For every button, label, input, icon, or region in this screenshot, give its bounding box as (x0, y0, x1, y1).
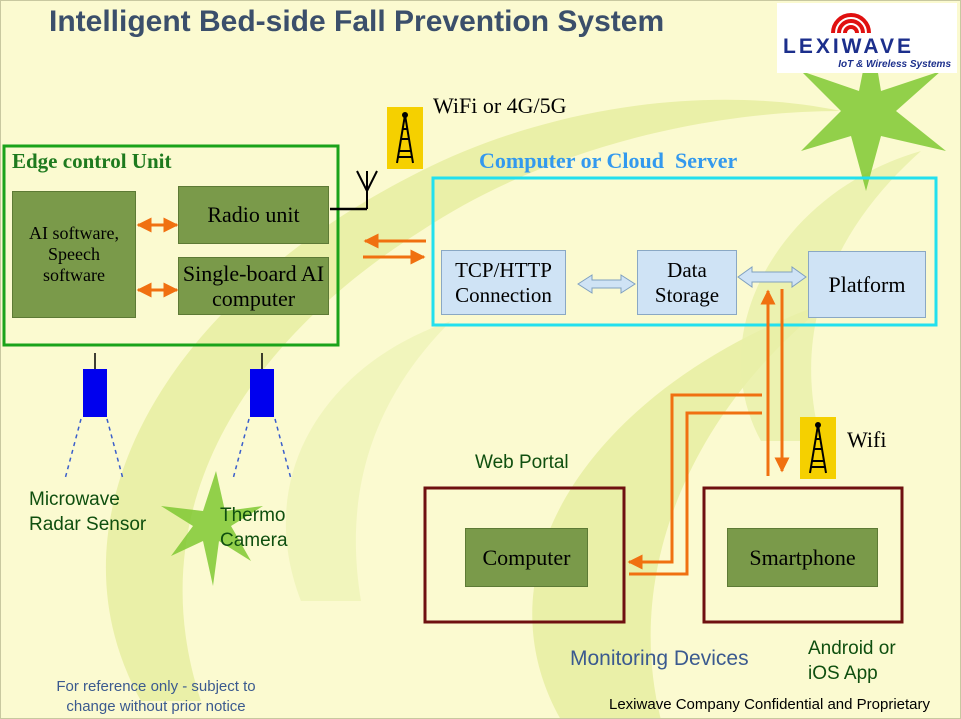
server-title: Computer or Cloud Server (479, 148, 738, 173)
block-arrow (737, 266, 807, 288)
uplink-label: WiFi or 4G/5G (433, 93, 567, 118)
lexiwave-logo: LEXIWAVE IoT & Wireless Systems (777, 3, 957, 73)
logo-wave-icon (831, 13, 871, 34)
smartphone-box: Smartphone (727, 528, 878, 587)
background-swoosh (285, 321, 451, 601)
web-portal-label: Web Portal (475, 452, 569, 473)
logo-tagline: IoT & Wireless Systems (838, 59, 951, 70)
data-storage-box: Data Storage (637, 250, 737, 315)
background-swoosh (532, 301, 831, 718)
single-board-computer-box: Single-board AI computer (178, 257, 329, 315)
confidential-text: Lexiwave Company Confidential and Propri… (609, 696, 931, 713)
server-frame-line (431, 176, 938, 327)
disclaimer-text: For reference only - subject to change w… (56, 678, 256, 715)
radio-unit-box: Radio unit (178, 186, 329, 244)
star-decoration (801, 31, 946, 191)
background-swoosh (105, 99, 842, 701)
block-arrow (577, 274, 636, 294)
web-portal-frame-line (423, 486, 626, 624)
page-title: Intelligent Bed-side Fall Prevention Sys… (49, 5, 665, 38)
edge-unit-title: Edge control Unit (12, 149, 172, 173)
edge-unit-frame-line (2, 144, 340, 347)
radar-sensor-icon (83, 369, 107, 417)
radar-sensor-label: Microwave Radar Sensor (29, 489, 147, 535)
app-frame-line (702, 486, 904, 624)
ai-software-box: AI software, Speech software (12, 191, 136, 318)
monitoring-devices-caption: Monitoring Devices (570, 647, 749, 670)
thermo-camera-icon (250, 369, 274, 417)
cell-tower-icon (387, 107, 423, 169)
tcp-http-box: TCP/HTTP Connection (441, 250, 566, 315)
computer-box: Computer (465, 528, 588, 587)
logo-wordmark: LEXIWAVE (783, 35, 914, 58)
app-label: Android or iOS App (808, 638, 896, 684)
thermo-camera-label: Thermo Camera (220, 505, 288, 551)
platform-box: Platform (808, 251, 926, 318)
wifi-label: Wifi (847, 427, 887, 452)
background-swoosh (740, 151, 921, 441)
wifi-tower-icon (800, 417, 836, 479)
star-decoration (161, 471, 263, 586)
